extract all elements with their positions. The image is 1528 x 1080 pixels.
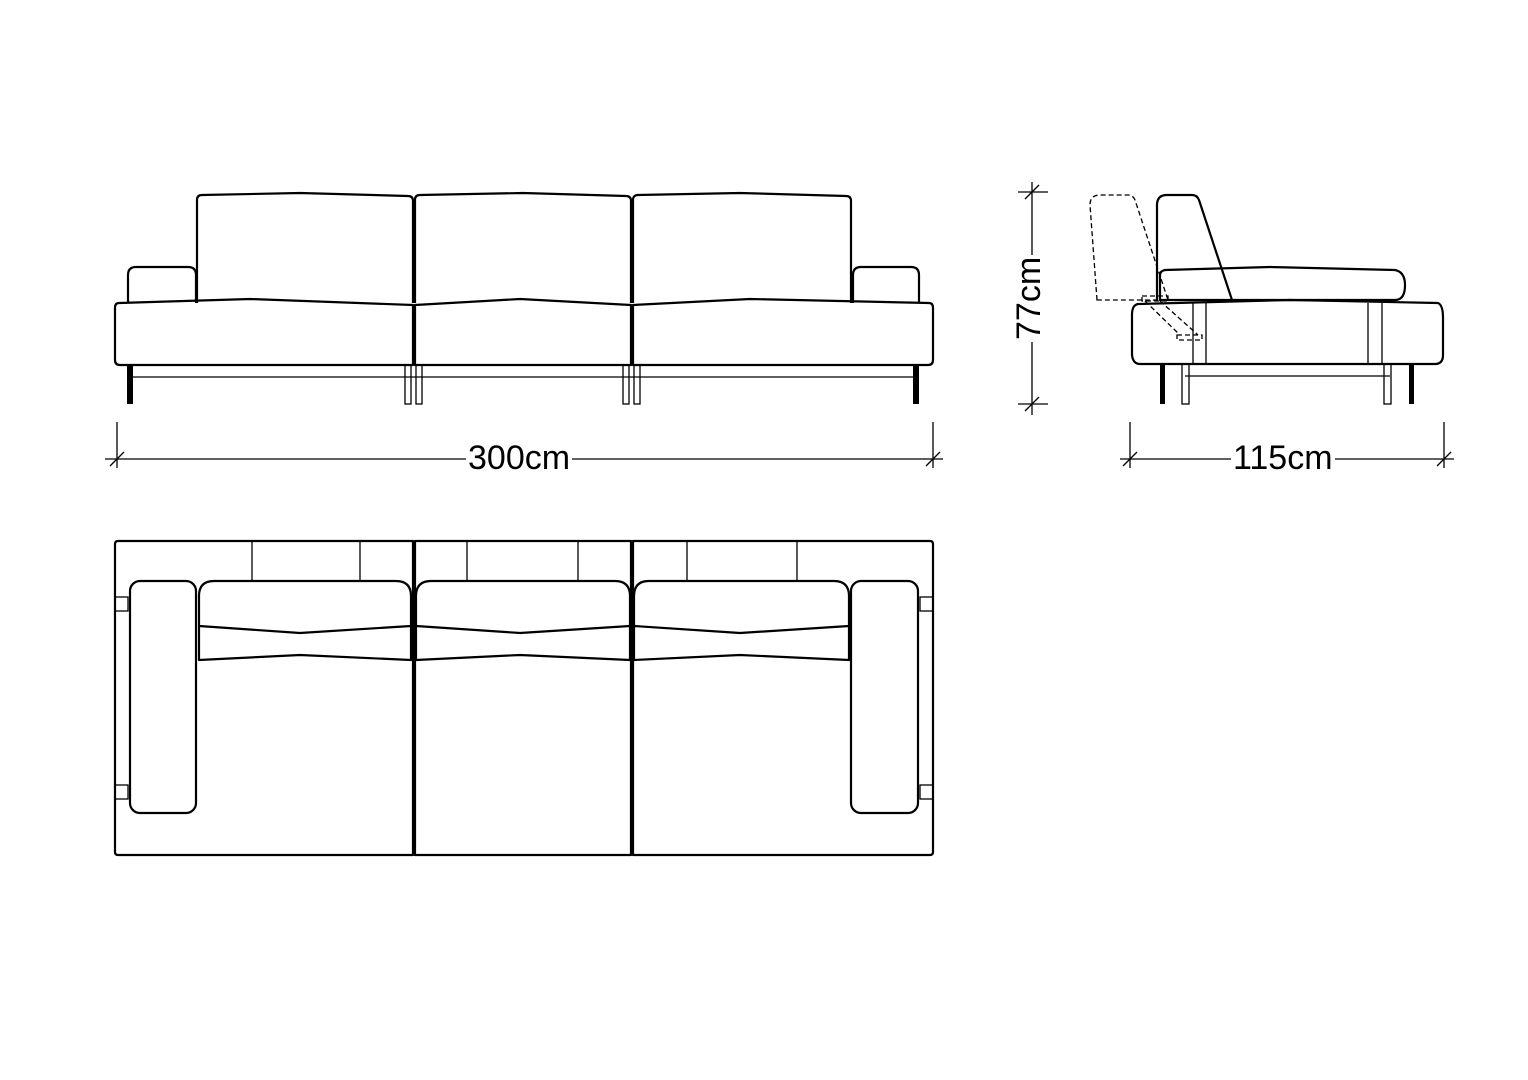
front-leg-left bbox=[127, 365, 133, 404]
top-left-arm bbox=[128, 579, 198, 815]
front-leg bbox=[633, 364, 641, 405]
side-backrest bbox=[1155, 193, 1234, 301]
front-seat-3 bbox=[631, 297, 935, 367]
side-seat bbox=[1130, 298, 1445, 366]
front-seat-2 bbox=[413, 297, 633, 367]
side-view bbox=[1089, 193, 1445, 405]
front-left-arm bbox=[126, 265, 198, 303]
depth-label: 115cm bbox=[1231, 439, 1335, 477]
height-label: 77cm bbox=[1010, 254, 1048, 342]
top-view bbox=[113, 539, 935, 857]
front-leg bbox=[404, 364, 412, 405]
front-leg bbox=[622, 364, 630, 405]
front-leg bbox=[415, 364, 423, 405]
top-cushion-3 bbox=[632, 579, 851, 662]
side-back-cushion bbox=[1158, 265, 1407, 302]
front-right-arm bbox=[851, 265, 921, 303]
front-back-3 bbox=[631, 191, 853, 303]
top-cushion-1 bbox=[197, 579, 413, 662]
top-cushion-2 bbox=[414, 579, 632, 662]
front-back-2 bbox=[413, 191, 633, 303]
front-leg-right bbox=[913, 365, 919, 404]
side-back-reclined bbox=[1089, 194, 1169, 301]
front-back-1 bbox=[195, 191, 415, 303]
width-label: 300cm bbox=[466, 439, 573, 477]
front-view bbox=[113, 191, 935, 405]
top-right-arm bbox=[849, 579, 920, 815]
front-seat-1 bbox=[113, 297, 415, 367]
